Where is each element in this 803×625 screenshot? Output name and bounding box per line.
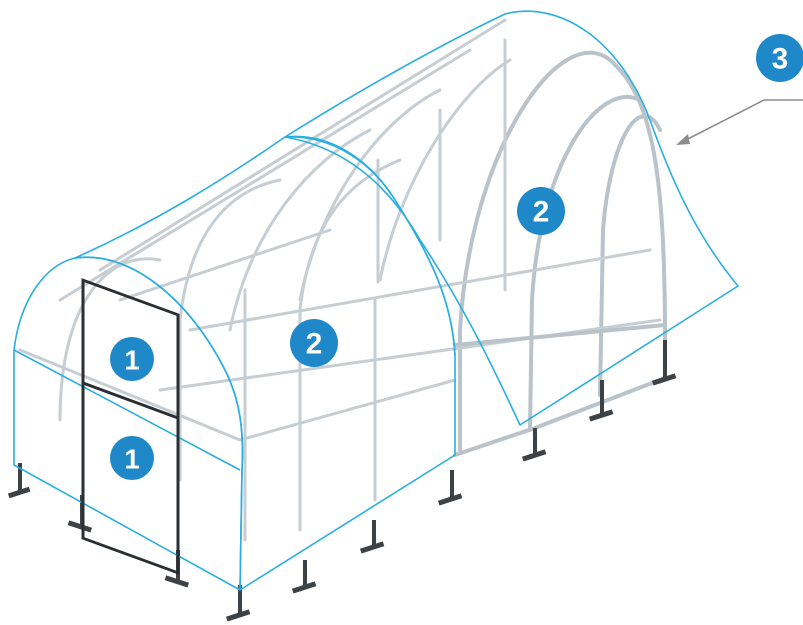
marker-front-cover-label: 2 — [306, 328, 323, 361]
anchor-foot — [7, 463, 31, 499]
anchor-foot — [359, 520, 385, 554]
marker-door-upper-label: 1 — [124, 345, 140, 376]
marker-door-upper: 1 — [110, 337, 154, 381]
front-end-film — [13, 256, 244, 591]
marker-callout-label: 3 — [772, 43, 789, 76]
anchor-foot — [588, 380, 614, 422]
rear-film-cover — [284, 10, 739, 426]
arrow-pointer-icon — [676, 99, 803, 145]
marker-rear-cover: 2 — [517, 187, 565, 235]
film-seam — [284, 136, 456, 356]
greenhouse-frame — [18, 18, 667, 542]
anchor-foot — [225, 585, 251, 622]
anchor-foot — [651, 340, 677, 386]
anchor-foot — [291, 560, 317, 594]
ground-anchors — [7, 340, 677, 622]
anchor-foot — [437, 470, 463, 506]
anchor-foot — [521, 428, 547, 462]
marker-rear-cover-label: 2 — [533, 196, 550, 229]
marker-door-lower-label: 1 — [124, 444, 140, 475]
marker-callout: 3 — [756, 34, 803, 82]
film-seam — [13, 349, 241, 471]
door-frame — [81, 278, 180, 575]
marker-front-cover: 2 — [290, 319, 338, 367]
marker-door-lower: 1 — [110, 436, 154, 480]
